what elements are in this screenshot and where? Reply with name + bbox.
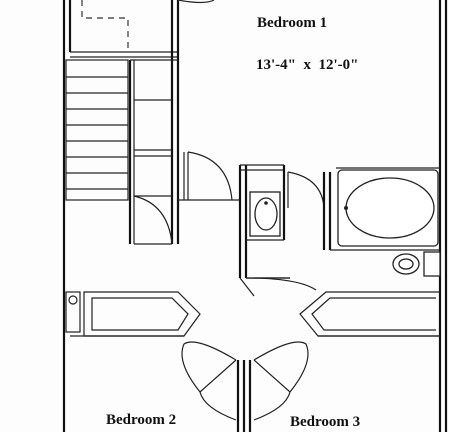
bathroom <box>238 164 332 279</box>
toilet-icon <box>392 251 441 277</box>
exterior-walls <box>62 0 448 432</box>
bedroom-2-label: Bedroom 2 <box>106 412 176 428</box>
linen-closet <box>128 59 180 245</box>
bedroom-1-door <box>178 151 240 201</box>
bedroom-3-label: Bedroom 3 <box>290 414 360 430</box>
bedroom-1-dimensions: 13'-4" x 12'-0" <box>256 57 358 73</box>
hall <box>239 277 317 297</box>
bathtub-icon <box>330 167 440 251</box>
top-closet <box>70 0 215 60</box>
bedroom-1-label: Bedroom 1 <box>257 15 327 31</box>
bedroom-2-closet <box>65 291 201 337</box>
bathroom-sink-icon <box>249 191 281 237</box>
bedroom-3-closet <box>299 291 440 337</box>
hall-doors-icon <box>181 341 309 432</box>
stairs-icon <box>65 59 129 201</box>
